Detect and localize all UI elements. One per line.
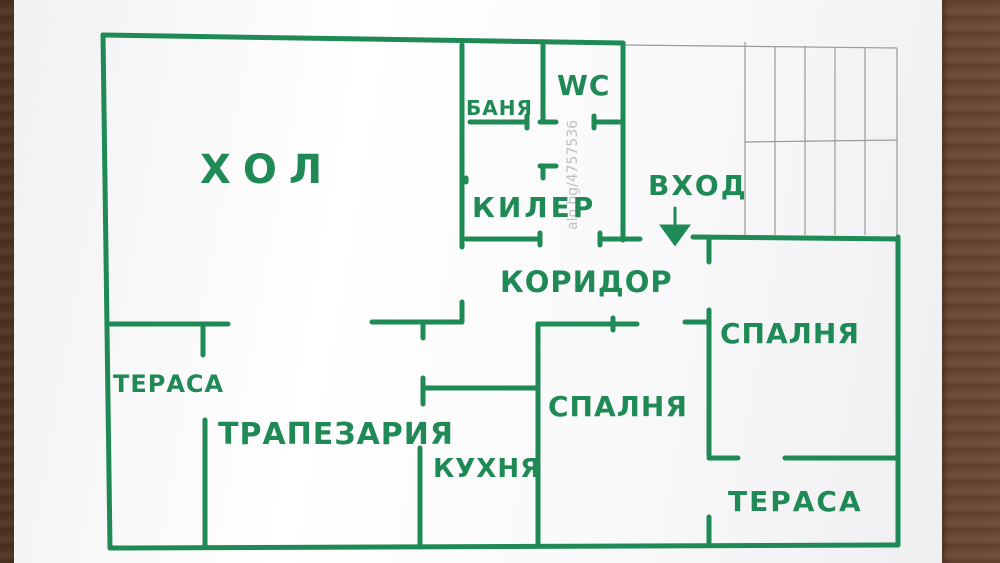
staircase-pencil-grid xyxy=(624,42,898,238)
room-label-wc: WC xyxy=(557,69,611,102)
room-label-koridor: КОРИДОР xyxy=(500,265,673,299)
room-label-spalnya-middle: СПАЛНЯ xyxy=(548,390,688,423)
entrance-label: ВХОД xyxy=(648,169,748,202)
watermark: alo.bg/4757536 xyxy=(565,119,581,230)
room-label-trapezaria: ТРАПЕЗАРИЯ xyxy=(218,417,454,452)
room-label-hol: ХОЛ xyxy=(200,147,335,193)
room-label-terasa-right: ТЕРАСА xyxy=(728,485,863,518)
entrance-arrow-icon xyxy=(659,206,691,247)
room-label-terasa-left: ТЕРАСА xyxy=(113,370,225,398)
room-label-spalnya-right: СПАЛНЯ xyxy=(720,317,860,350)
room-label-banya: БАНЯ xyxy=(466,96,533,120)
room-label-kiler: КИЛЕР xyxy=(472,191,597,224)
room-label-kuhnya: КУХНЯ xyxy=(433,454,542,484)
walls xyxy=(100,32,901,551)
paper-sheet xyxy=(14,0,942,563)
